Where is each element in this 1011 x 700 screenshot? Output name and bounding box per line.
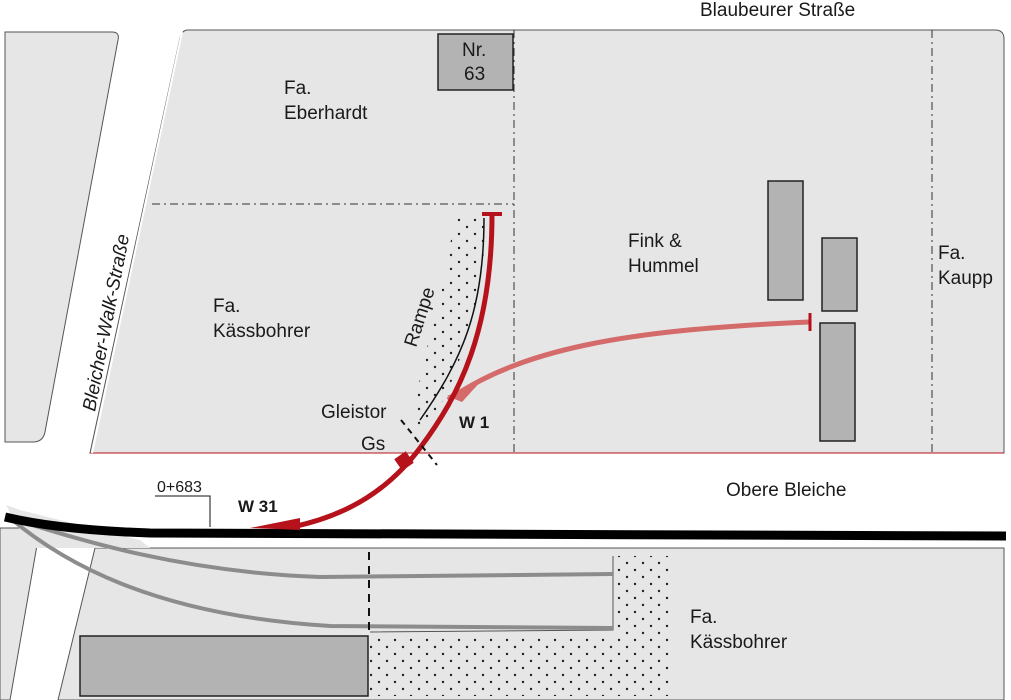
chainage-label: 0+683 <box>157 479 202 496</box>
company-eberhardt-line1: Fa. <box>284 78 311 99</box>
building-nr63-line1: Nr. <box>462 40 486 61</box>
mainline-track <box>3 512 1007 541</box>
gs-label: Gs <box>361 434 385 455</box>
company-kaessbohrer-south-line2: Kässbohrer <box>690 632 788 653</box>
company-fink-hummel-line2: Hummel <box>628 256 699 277</box>
building-nr63 <box>437 33 514 91</box>
building-kaessbohrer-south <box>79 635 369 697</box>
building-fink-2 <box>821 237 858 312</box>
w31-frog <box>250 518 300 530</box>
rampe-dotted-area <box>412 218 488 432</box>
w1-label: W 1 <box>459 413 489 432</box>
old-track-2 <box>8 516 614 630</box>
south-dotted-area <box>370 556 670 696</box>
gs-signal <box>394 451 414 471</box>
ramp-edge <box>419 217 485 421</box>
siding-ramp-track <box>291 213 495 530</box>
building-nr63-line2: 63 <box>464 64 485 85</box>
company-kaessbohrer-north-line1: Fa. <box>213 296 240 317</box>
company-kaessbohrer-south-line1: Fa. <box>690 607 717 628</box>
block-bleicher-west <box>4 31 119 443</box>
building-fink-3 <box>819 322 856 442</box>
w31-label: W 31 <box>238 497 278 516</box>
street-label-blaubeurer: Blaubeurer Straße <box>700 0 855 21</box>
block-north-main <box>89 29 1005 454</box>
street-label-obere-bleiche: Obere Bleiche <box>726 480 846 501</box>
block-southwest-corner <box>0 527 41 700</box>
gleistor-gate <box>400 419 438 466</box>
gleistor-label: Gleistor <box>321 402 387 423</box>
company-fink-hummel-line1: Fink & <box>628 231 682 252</box>
building-fink-1 <box>767 180 804 301</box>
company-kaupp-line1: Fa. <box>938 243 965 264</box>
company-eberhardt-line2: Eberhardt <box>284 103 368 124</box>
w1-frog <box>447 380 482 402</box>
company-kaessbohrer-north-line2: Kässbohrer <box>213 321 311 342</box>
chainage-marker <box>155 495 211 527</box>
company-kaupp-line2: Kaupp <box>938 268 993 289</box>
